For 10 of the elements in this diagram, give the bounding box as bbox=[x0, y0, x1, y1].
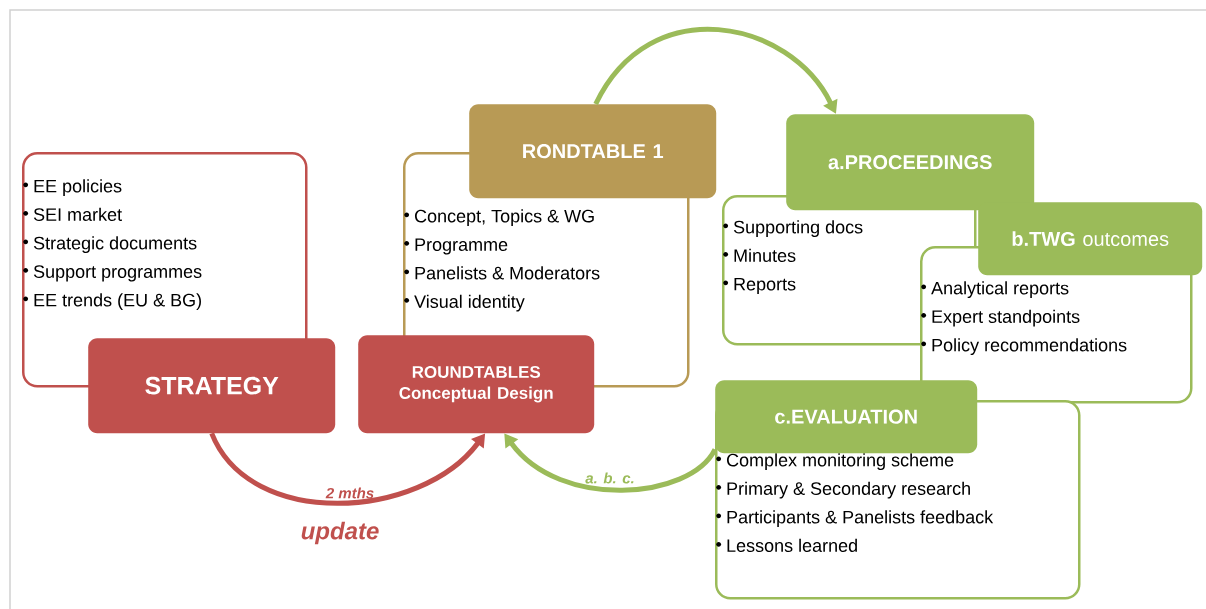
header-box: a.PROCEEDINGS bbox=[786, 114, 1035, 211]
edge-label: a. b. c. bbox=[585, 472, 634, 484]
node-label: b.TWG outcomes bbox=[1012, 231, 1169, 247]
header-box: STRATEGY bbox=[88, 338, 336, 434]
header-box: b.TWG outcomes bbox=[978, 202, 1203, 276]
edge-label: 2 mths bbox=[325, 487, 374, 499]
header-box: RONDTABLE 1 bbox=[469, 104, 717, 199]
header-box: c.EVALUATION bbox=[715, 380, 978, 454]
header-box: ROUNDTABLES Conceptual Design bbox=[358, 335, 595, 434]
annotation-text: update bbox=[301, 521, 379, 545]
